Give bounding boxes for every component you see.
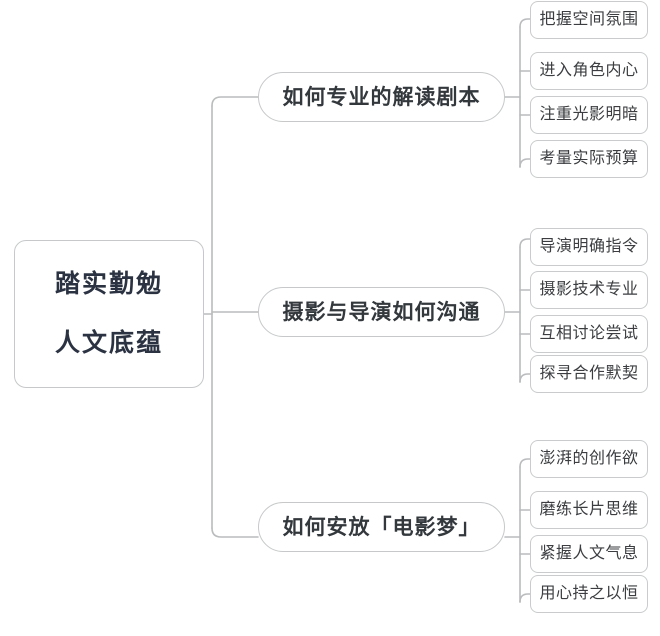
leaf-label-1-3: 注重光影明暗	[539, 106, 639, 123]
leaf-label-2-1: 导演明确指令	[539, 238, 639, 255]
root-title-line-1: 踏实勤勉	[54, 270, 163, 298]
leaf-node-3-4[interactable]: 用心持之以恒	[530, 575, 648, 613]
leaf-node-2-3[interactable]: 互相讨论尝试	[530, 315, 648, 353]
leaf-label-1-2: 进入角色内心	[539, 62, 639, 79]
connector-leaf-1-1	[519, 18, 531, 28]
leaf-label-3-4: 用心持之以恒	[539, 585, 639, 602]
leaf-label-1-4: 考量实际预算	[539, 150, 639, 167]
connector-leaf-3-4	[519, 593, 531, 603]
branch-node-2[interactable]: 摄影与导演如何沟通	[258, 287, 505, 337]
leaf-label-1-1: 把握空间氛围	[539, 11, 639, 28]
leaf-node-1-3[interactable]: 注重光影明暗	[530, 96, 648, 134]
leaf-node-2-2[interactable]: 摄影技术专业	[530, 271, 648, 309]
root-title-line-2: 人文底蕴	[54, 329, 163, 357]
leaf-node-3-2[interactable]: 磨练长片思维	[530, 491, 648, 529]
leaf-node-1-2[interactable]: 进入角色内心	[530, 52, 648, 90]
leaf-label-2-2: 摄影技术专业	[539, 281, 639, 298]
leaf-label-3-3: 紧握人文气息	[539, 545, 639, 562]
leaf-node-1-1[interactable]: 把握空间氛围	[530, 1, 648, 39]
branch-label-1: 如何专业的解读剧本	[282, 85, 481, 109]
leaf-node-3-1[interactable]: 澎湃的创作欲	[530, 440, 648, 478]
branch-node-3[interactable]: 如何安放「电影梦」	[258, 502, 505, 552]
branch-label-2: 摄影与导演如何沟通	[282, 300, 481, 324]
leaf-node-2-1[interactable]: 导演明确指令	[530, 228, 648, 266]
connector-leaf-1-4	[519, 158, 531, 168]
leaf-label-2-3: 互相讨论尝试	[539, 325, 639, 342]
connector-trunk-branch-1	[211, 96, 259, 107]
connector-leaf-2-1	[519, 238, 531, 248]
leaf-label-3-1: 澎湃的创作欲	[539, 450, 639, 467]
leaf-node-2-4[interactable]: 探寻合作默契	[530, 355, 648, 393]
branch-label-3: 如何安放「电影梦」	[282, 515, 481, 539]
leaf-label-2-4: 探寻合作默契	[539, 365, 639, 382]
leaf-node-1-4[interactable]: 考量实际预算	[530, 140, 648, 178]
connector-trunk-branch-3	[211, 527, 259, 538]
branch-node-1[interactable]: 如何专业的解读剧本	[258, 72, 505, 122]
leaf-label-3-2: 磨练长片思维	[539, 501, 639, 518]
connector-leaf-3-1	[519, 458, 531, 468]
connector-leaf-2-4	[519, 373, 531, 383]
leaf-node-3-3[interactable]: 紧握人文气息	[530, 535, 648, 573]
root-node[interactable]: 踏实勤勉 人文底蕴	[14, 240, 204, 388]
